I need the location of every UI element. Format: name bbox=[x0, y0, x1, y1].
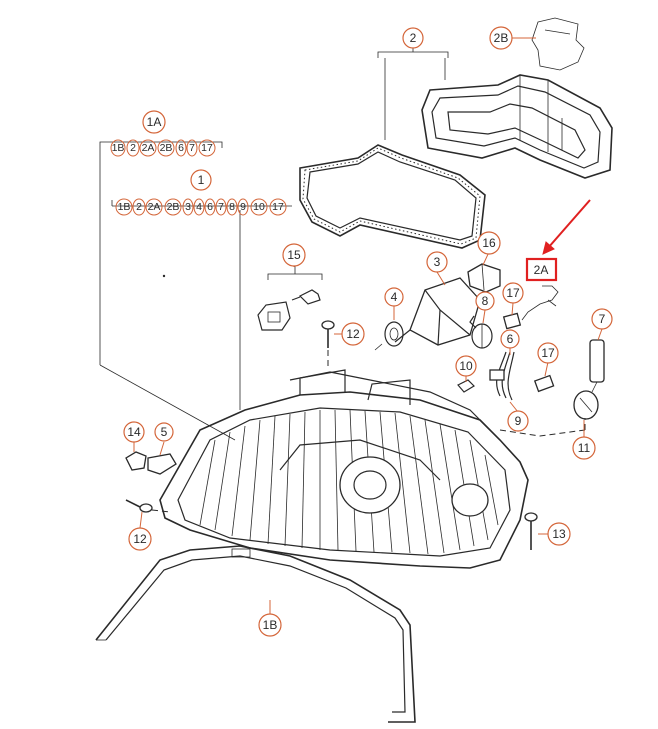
callout-7-label: 7 bbox=[599, 312, 606, 326]
group-1-item: 1B bbox=[118, 201, 131, 213]
callout-1-label: 1 bbox=[198, 173, 205, 187]
callout-16[interactable]: 16 bbox=[477, 231, 501, 255]
part-14-clip bbox=[125, 451, 147, 471]
callout-leaders bbox=[133, 37, 603, 614]
callout-15-label: 15 bbox=[287, 248, 301, 262]
callout-17-b-label: 17 bbox=[541, 346, 555, 360]
callout-6-label: 6 bbox=[507, 332, 514, 346]
callout-2-label: 2 bbox=[410, 31, 417, 45]
callout-17-a-label: 17 bbox=[506, 286, 520, 300]
group-1-item: 8 bbox=[229, 201, 235, 213]
callout-8[interactable]: 8 bbox=[475, 291, 495, 311]
callout-10-label: 10 bbox=[459, 359, 473, 373]
callout-5-label: 5 bbox=[161, 425, 168, 439]
group-1-item: 7 bbox=[218, 201, 224, 213]
callout-2[interactable]: 2 bbox=[402, 27, 424, 49]
callout-2B[interactable]: 2B bbox=[489, 26, 513, 50]
part-8-bulb bbox=[469, 315, 493, 349]
part-7-bulb bbox=[573, 339, 605, 420]
part-15-clip bbox=[257, 266, 323, 331]
group-1A-item: 7 bbox=[189, 142, 195, 154]
group-1A-item: 2B bbox=[160, 142, 173, 154]
callout-3-label: 3 bbox=[434, 255, 441, 269]
part-2-bracket bbox=[377, 48, 449, 140]
part-10-bulb bbox=[457, 379, 475, 393]
callout-9[interactable]: 9 bbox=[507, 410, 529, 432]
callout-1A-label: 1A bbox=[147, 115, 162, 129]
callout-1B-label: 1B bbox=[263, 618, 278, 632]
group-1-item: 2 bbox=[136, 201, 142, 213]
group-1A-item: 2A bbox=[142, 142, 155, 154]
callout-8-label: 8 bbox=[482, 294, 489, 308]
callout-10[interactable]: 10 bbox=[455, 355, 477, 377]
callout-13-label: 13 bbox=[552, 527, 566, 541]
callout-9-label: 9 bbox=[515, 414, 522, 428]
group-1A-item: 6 bbox=[178, 142, 184, 154]
group-1-list: 1B 2 2A 2B 3 4 6 7 8 9 10 17 bbox=[115, 198, 287, 216]
group-1A-item: 17 bbox=[201, 142, 213, 154]
callout-11[interactable]: 11 bbox=[572, 436, 596, 460]
callout-13[interactable]: 13 bbox=[547, 522, 571, 546]
group-1-item: 2B bbox=[167, 201, 180, 213]
part-4-holder bbox=[374, 321, 404, 351]
part-17-plug-b bbox=[533, 374, 555, 393]
group-1-item: 3 bbox=[185, 201, 191, 213]
rear-housing-frame bbox=[421, 74, 613, 179]
callout-3[interactable]: 3 bbox=[426, 251, 448, 273]
group-1A-item: 2 bbox=[130, 142, 136, 154]
callout-17-b[interactable]: 17 bbox=[537, 342, 559, 364]
headlamp-housing bbox=[159, 369, 529, 569]
callout-2B-label: 2B bbox=[494, 31, 509, 45]
group-1-item: 10 bbox=[253, 201, 265, 213]
part-6-harness bbox=[489, 351, 515, 401]
part-2-seal bbox=[299, 144, 486, 249]
callout-5[interactable]: 5 bbox=[154, 422, 174, 442]
callout-12-b-label: 12 bbox=[133, 532, 147, 546]
part-13-screw bbox=[524, 512, 538, 550]
reference-dot bbox=[162, 274, 166, 278]
callout-17-a[interactable]: 17 bbox=[502, 282, 524, 304]
callout-12-a[interactable]: 12 bbox=[341, 322, 365, 346]
callout-11-label: 11 bbox=[578, 441, 591, 455]
callout-14-label: 14 bbox=[127, 425, 141, 439]
callout-16-label: 16 bbox=[482, 236, 496, 250]
group-1-item: 2A bbox=[148, 201, 161, 213]
part-2B-cover bbox=[531, 17, 585, 71]
callout-12-b[interactable]: 12 bbox=[128, 527, 152, 551]
callout-15[interactable]: 15 bbox=[282, 243, 306, 267]
callout-2A-highlight[interactable]: 2A bbox=[525, 257, 558, 282]
group-1-item: 6 bbox=[207, 201, 213, 213]
part-3-motor bbox=[394, 277, 481, 346]
callout-1A[interactable]: 1A bbox=[142, 110, 166, 134]
group-1-item: 9 bbox=[240, 201, 246, 213]
part-5-clip bbox=[147, 453, 177, 475]
part-16-connector bbox=[467, 263, 501, 293]
callout-7[interactable]: 7 bbox=[591, 308, 613, 330]
callout-12-a-label: 12 bbox=[346, 327, 360, 341]
callout-1B[interactable]: 1B bbox=[258, 613, 282, 637]
part-17-plug-a bbox=[502, 312, 522, 330]
callout-2A-label: 2A bbox=[534, 263, 549, 277]
callout-4-label: 4 bbox=[391, 290, 398, 304]
group-1-item: 17 bbox=[272, 201, 284, 213]
callout-6[interactable]: 6 bbox=[500, 329, 520, 349]
group-1A-list: 1B 2 2A 2B 6 7 17 bbox=[110, 139, 216, 157]
callout-14[interactable]: 14 bbox=[123, 421, 145, 443]
part-12-screw-a bbox=[321, 320, 335, 370]
part-9-wire bbox=[499, 418, 586, 437]
callout-4[interactable]: 4 bbox=[384, 287, 404, 307]
part-12-screw-b bbox=[125, 499, 171, 513]
group-1A-item: 1B bbox=[112, 142, 125, 154]
callout-1[interactable]: 1 bbox=[190, 169, 212, 191]
highlight-arrow bbox=[542, 199, 591, 255]
part-1B-trim bbox=[95, 545, 416, 723]
group-1-item: 4 bbox=[196, 201, 202, 213]
part-2A-wire bbox=[521, 285, 559, 321]
